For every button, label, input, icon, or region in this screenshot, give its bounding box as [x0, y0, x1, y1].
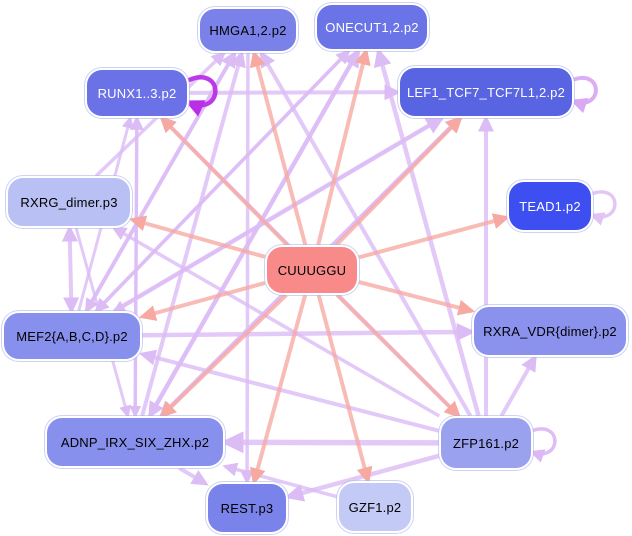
edge-cuuuggu-onecut1 [316, 47, 371, 246]
edge-cuuuggu-gzf1 [316, 294, 373, 485]
node-mef2[interactable]: MEF2{A,B,C,D}.p2 [4, 313, 140, 359]
node-label: MEF2{A,B,C,D}.p2 [16, 328, 128, 344]
edge-gzf1-adnp [222, 462, 338, 499]
edge-runx1-adnp [129, 117, 142, 419]
edge-cuuuggu-adnp [159, 293, 288, 419]
edge-zfp161-adnp [220, 431, 440, 454]
node-onecut1[interactable]: ONECUT1,2.p2 [317, 5, 427, 49]
edge-cuuuggu-zfp161 [335, 293, 462, 419]
node-tead1[interactable]: TEAD1.p2 [509, 182, 591, 230]
edge-zfp161-mef2 [138, 349, 440, 433]
node-runx1[interactable]: RUNX1..3.p2 [87, 70, 187, 116]
edge-onecut1-adnp [148, 50, 361, 419]
node-label: RXRA_VDR{dimer}.p2 [483, 323, 617, 339]
self-loop-tead1 [588, 190, 617, 226]
edge-mef2-rxrg [61, 224, 80, 315]
edge-zfp161-onecut1 [373, 47, 481, 417]
node-hmga1[interactable]: HMGA1,2.p2 [200, 9, 296, 51]
node-label: REST.p3 [220, 500, 274, 516]
node-label: CUUUGGU [277, 262, 347, 278]
node-label: RXRG_dimer.p3 [20, 194, 118, 210]
edge-cuuuggu-hmga1 [249, 49, 308, 246]
edge-lef1-mef2 [112, 116, 443, 313]
node-label: TEAD1.p2 [519, 198, 581, 214]
self-loop-runx1 [183, 75, 218, 117]
node-label: LEF1_TCF7_TCF7L1,2.p2 [406, 84, 566, 100]
node-rxrg-dimer[interactable]: RXRG_dimer.p3 [8, 178, 130, 226]
edge-cuuuggu-rest [249, 294, 308, 486]
edge-cuuuggu-runx1 [159, 115, 289, 247]
node-gzf1[interactable]: GZF1.p2 [339, 483, 411, 531]
edge-zfp161-rxrg [111, 226, 441, 418]
edge-zfp161-hmga1 [259, 50, 473, 417]
node-label: GZF1.p2 [348, 499, 402, 515]
self-loop-zfp161 [528, 427, 557, 463]
edge-cuuuggu-lef1 [335, 115, 463, 247]
edge-cuuuggu-rxrg [128, 215, 266, 259]
node-zfp161[interactable]: ZFP161.p2 [441, 418, 531, 468]
edge-cuuuggu-rxra_vdr [358, 280, 476, 316]
edge-zfp161-rxra_vdr [499, 354, 537, 417]
edge-cuuuggu-tead1 [358, 213, 511, 260]
edge-hmga1-mef2 [84, 52, 237, 314]
node-label: ADNP_IRX_SIX_ZHX.p2 [60, 434, 210, 450]
node-rxra-vdr[interactable]: RXRA_VDR{dimer}.p2 [474, 307, 626, 355]
edge-cuuuggu-mef2 [138, 280, 266, 321]
node-cuuuggu-seed[interactable]: CUUUGGU [267, 247, 357, 293]
node-label: RUNX1..3.p2 [97, 85, 177, 101]
edge-runx1-lef1 [188, 84, 402, 101]
node-label: ONECUT1,2.p2 [325, 19, 419, 35]
node-adnp-irx-six-zhx[interactable]: ADNP_IRX_SIX_ZHX.p2 [47, 418, 223, 466]
edge-hmga1-rest [240, 52, 255, 485]
edge-adnp-rest [178, 466, 209, 486]
node-label: HMGA1,2.p2 [209, 22, 287, 38]
node-label: ZFP161.p2 [452, 435, 520, 451]
node-rest[interactable]: REST.p3 [208, 484, 286, 532]
self-loop-lef1 [569, 76, 598, 114]
node-lef1-tcf7[interactable]: LEF1_TCF7_TCF7L1,2.p2 [400, 68, 572, 116]
